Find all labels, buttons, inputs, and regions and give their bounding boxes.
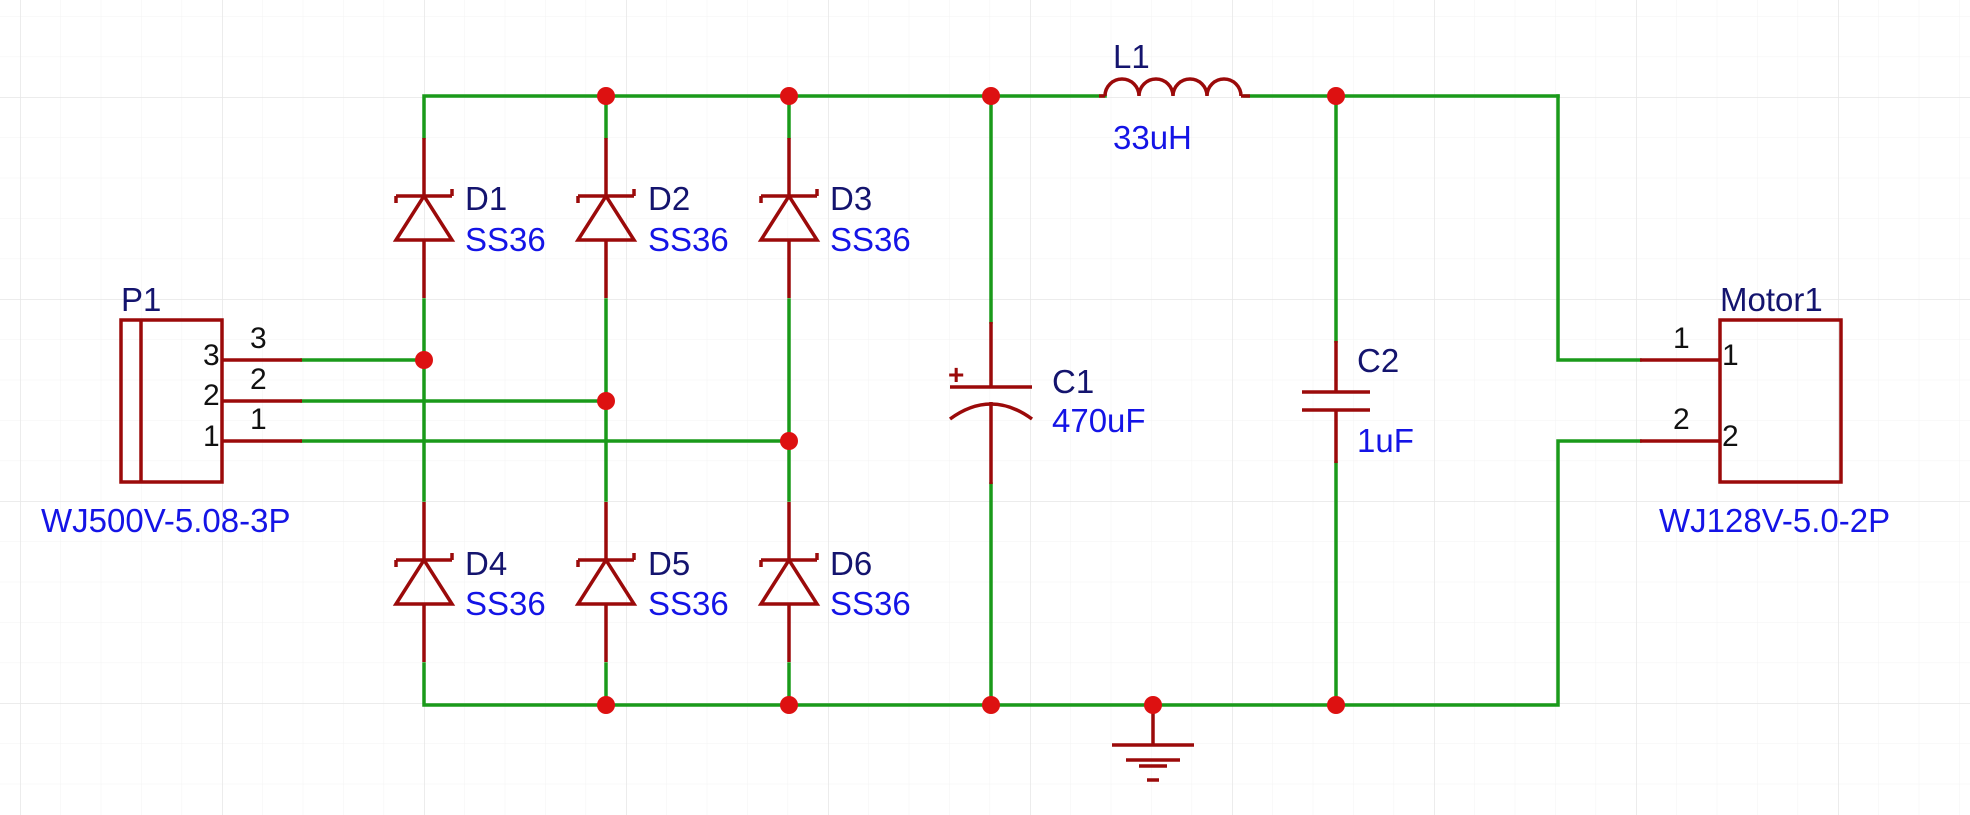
- junction-top-d3: [780, 87, 798, 105]
- d6-designator: D6: [830, 545, 872, 582]
- junction-p1-pin2: [597, 392, 615, 410]
- junction-bottom-d5: [597, 696, 615, 714]
- d1-designator: D1: [465, 180, 507, 217]
- c2-designator: C2: [1357, 342, 1399, 379]
- d5-designator: D5: [648, 545, 690, 582]
- junction-top-c2: [1327, 87, 1345, 105]
- c1-polarity-mark: +: [948, 359, 964, 390]
- d2-designator: D2: [648, 180, 690, 217]
- junction-bottom-c2: [1327, 696, 1345, 714]
- junction-p1-pin1: [780, 432, 798, 450]
- d1-value: SS36: [465, 221, 546, 258]
- d6-value: SS36: [830, 585, 911, 622]
- motor1-pin1-outer: 1: [1673, 322, 1690, 355]
- junction-top-c1: [982, 87, 1000, 105]
- l1-value: 33uH: [1113, 119, 1192, 156]
- wire-motor-pin1[interactable]: [1556, 94, 1642, 362]
- l1-designator: L1: [1113, 38, 1150, 75]
- p1-value: WJ500V-5.08-3P: [41, 502, 290, 539]
- junction-p1-pin3: [415, 351, 433, 369]
- p1-pin2-inner: 2: [203, 379, 220, 412]
- p1-pin2-outer: 2: [250, 363, 267, 396]
- motor1-body: [1718, 318, 1843, 484]
- p1-pin1-outer: 1: [250, 403, 267, 436]
- d3-value: SS36: [830, 221, 911, 258]
- connector-motor1[interactable]: 1 2 1 2 Motor1 WJ128V-5.0-2P: [1640, 281, 1890, 539]
- d4-designator: D4: [465, 545, 507, 582]
- wire-bottom-rail[interactable]: [422, 439, 1642, 707]
- motor1-designator: Motor1: [1720, 281, 1823, 318]
- capacitor-c1[interactable]: +: [948, 322, 1034, 484]
- junction-bottom-d6: [780, 696, 798, 714]
- l1-coil: [1103, 77, 1243, 97]
- inductor-l1[interactable]: [1099, 77, 1250, 98]
- p1-pin3-inner: 3: [203, 339, 220, 372]
- c1-designator: C1: [1052, 363, 1094, 400]
- junction-top-d2: [597, 87, 615, 105]
- motor1-pin2-inner: 2: [1722, 420, 1739, 453]
- d3-designator: D3: [830, 180, 872, 217]
- wire-top-rail[interactable]: [422, 94, 1107, 139]
- motor1-pin1-inner: 1: [1722, 339, 1739, 372]
- p1-designator: P1: [121, 281, 161, 318]
- motor1-value: WJ128V-5.0-2P: [1659, 502, 1890, 539]
- c2-value: 1uF: [1357, 422, 1414, 459]
- motor1-pin2-outer: 2: [1673, 403, 1690, 436]
- d5-value: SS36: [648, 585, 729, 622]
- p1-pin3-outer: 3: [250, 322, 267, 355]
- c1-value: 470uF: [1052, 402, 1146, 439]
- connector-p1[interactable]: 3 2 1 3 2 1 P1 WJ500V-5.08-3P: [41, 281, 302, 539]
- p1-pin1-inner: 1: [203, 420, 220, 453]
- junction-bottom-c1: [982, 696, 1000, 714]
- capacitor-c2[interactable]: [1302, 341, 1370, 463]
- d4-value: SS36: [465, 585, 546, 622]
- d2-value: SS36: [648, 221, 729, 258]
- junctions: [415, 87, 1345, 714]
- junction-bottom-ground: [1144, 696, 1162, 714]
